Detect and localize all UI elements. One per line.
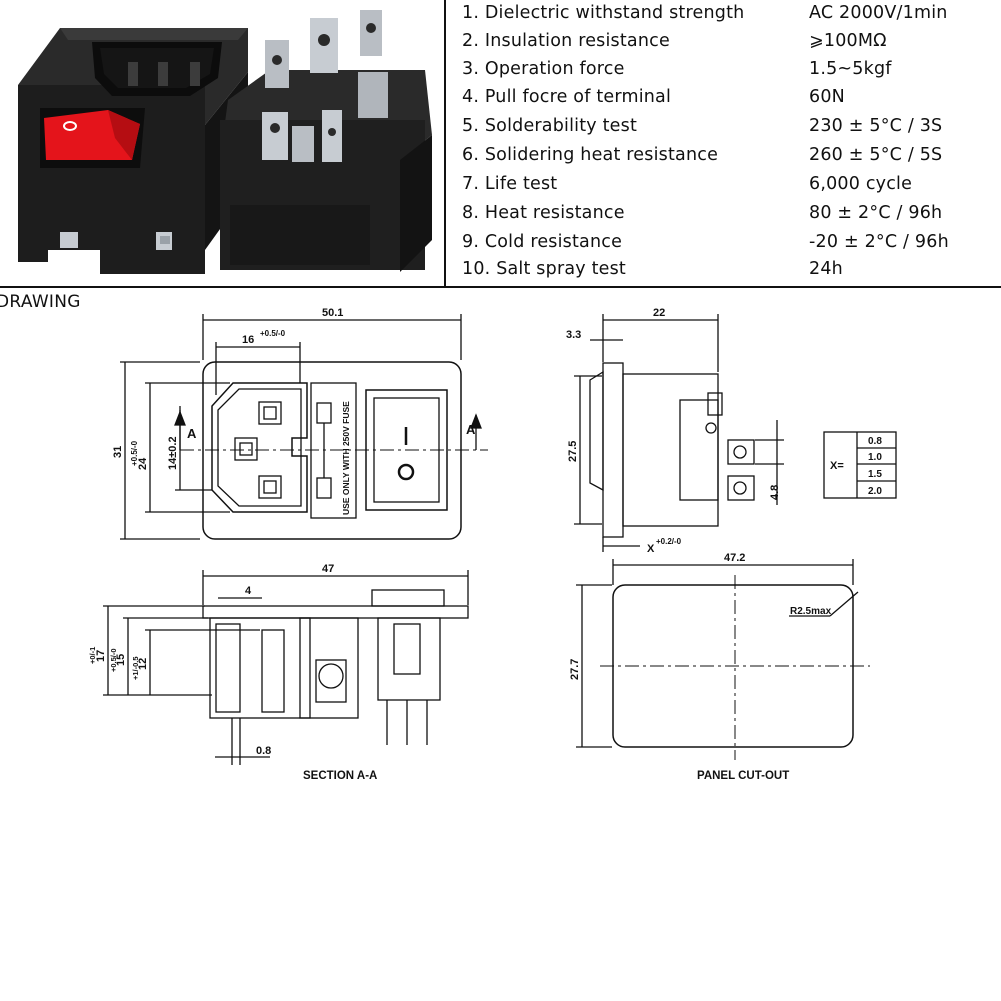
left-unit [18, 28, 248, 274]
spec-value: 6,000 cycle [809, 174, 913, 194]
dim-cutout-width: 47.2 [724, 552, 745, 564]
spec-row: 6. Solidering heat resistance 260 ± 5°C /… [446, 145, 1001, 173]
dim-side-width: 22 [653, 307, 665, 319]
dim-inner-height: 24 [137, 457, 149, 470]
spec-value: 260 ± 5°C / 5S [809, 145, 943, 165]
dim-section-width: 47 [322, 563, 334, 575]
dim-flange: 3.3 [566, 329, 581, 341]
spec-value: 1.5~5kgf [809, 59, 892, 79]
x-value: 1.5 [868, 469, 882, 480]
drawing-label: DRAWING [0, 292, 81, 312]
spec-row: 10. Salt spray test 24h [446, 259, 1001, 287]
dim-cutout-radius: R2.5max [790, 606, 832, 617]
spec-row: 5. Solderability test 230 ± 5°C / 3S [446, 116, 1001, 144]
product-photo [0, 0, 445, 287]
spec-name: 9. Cold resistance [462, 232, 623, 252]
spec-value: AC 2000V/1min [809, 3, 948, 23]
section-caption: SECTION A-A [303, 770, 377, 782]
dim-h15: 15 [115, 654, 127, 666]
top-section: 1. Dielectric withstand strength AC 2000V… [0, 0, 1001, 289]
dim-inlet-width: 16 [242, 334, 254, 346]
fuse-label: USE ONLY WITH 250V FUSE [341, 401, 351, 515]
spec-row: 2. Insulation resistance ⩾100MΩ [446, 31, 1001, 59]
spec-name: 5. Solderability test [462, 116, 638, 136]
drawing-annotations: 50.1 16 +0.5/-0 31 24 +0.5/-0 14±0.2 USE… [88, 307, 882, 782]
spec-name: 6. Solidering heat resistance [462, 145, 719, 165]
spec-row: 8. Heat resistance 80 ± 2°C / 96h [446, 203, 1001, 231]
x-table [823, 431, 897, 499]
spec-value: ⩾100MΩ [809, 31, 887, 51]
side-view [574, 314, 784, 552]
spec-row: 1. Dielectric withstand strength AC 2000V… [446, 3, 1001, 31]
dim-h12: 12 [137, 658, 149, 670]
dim-terminal: 4.8 [769, 485, 781, 500]
spec-row: 9. Cold resistance -20 ± 2°C / 96h [446, 232, 1001, 260]
section-mark-right: A [466, 422, 476, 437]
spec-row: 4. Pull focre of terminal 60N [446, 87, 1001, 115]
x-value: 0.8 [868, 436, 882, 447]
right-unit [220, 10, 432, 272]
spec-name: 3. Operation force [462, 59, 625, 79]
dim-front-height: 31 [112, 446, 124, 458]
x-value: 2.0 [868, 486, 882, 497]
spec-name: 10. Salt spray test [462, 259, 626, 279]
spec-name: 2. Insulation resistance [462, 31, 670, 51]
dim-h17: 17 [95, 650, 107, 662]
dim-inlet-height: 14±0.2 [167, 436, 179, 470]
spec-row: 7. Life test 6,000 cycle [446, 174, 1001, 202]
dim-section-4: 4 [245, 585, 252, 597]
spec-value: -20 ± 2°C / 96h [809, 232, 949, 252]
spec-value: 24h [809, 259, 843, 279]
dim-h12-tol: +1/-0.5 [131, 656, 140, 680]
cutout-caption: PANEL CUT-OUT [697, 770, 789, 782]
spec-row: 3. Operation force 1.5~5kgf [446, 59, 1001, 87]
dim-inner-tol: +0.5/-0 [130, 440, 139, 466]
spec-name: 4. Pull focre of terminal [462, 87, 672, 107]
spec-name: 1. Dielectric withstand strength [462, 3, 745, 23]
spec-value: 60N [809, 87, 845, 107]
spec-value: 80 ± 2°C / 96h [809, 203, 943, 223]
x-table-label: X= [830, 460, 844, 472]
spec-name: 8. Heat resistance [462, 203, 625, 223]
spec-name: 7. Life test [462, 174, 558, 194]
technical-drawing: 50.1 16 +0.5/-0 31 24 +0.5/-0 14±0.2 USE… [88, 307, 897, 782]
spec-value: 230 ± 5°C / 3S [809, 116, 943, 136]
dim-side-height: 27.5 [567, 441, 579, 462]
socket-switch-illustration [18, 10, 432, 274]
dim-inlet-tol: +0.5/-0 [260, 329, 286, 338]
spec-table: 1. Dielectric withstand strength AC 2000V… [446, 0, 1001, 286]
x-value: 1.0 [868, 452, 882, 463]
dim-front-width: 50.1 [322, 307, 343, 319]
dim-x: X [647, 543, 655, 555]
section-mark-left: A [187, 426, 197, 441]
dim-h17-tol: +0/-1 [88, 647, 97, 664]
front-view [120, 314, 488, 540]
dim-h15-tol: +0.5/-0 [109, 648, 118, 672]
dim-cutout-height: 27.7 [569, 659, 581, 680]
dim-section-08: 0.8 [256, 745, 271, 757]
dim-x-tol: +0.2/-0 [656, 537, 682, 546]
panel-cutout-view [576, 559, 870, 760]
section-a-a-view [103, 570, 469, 765]
column-divider [444, 0, 446, 288]
section-divider [0, 286, 1001, 288]
